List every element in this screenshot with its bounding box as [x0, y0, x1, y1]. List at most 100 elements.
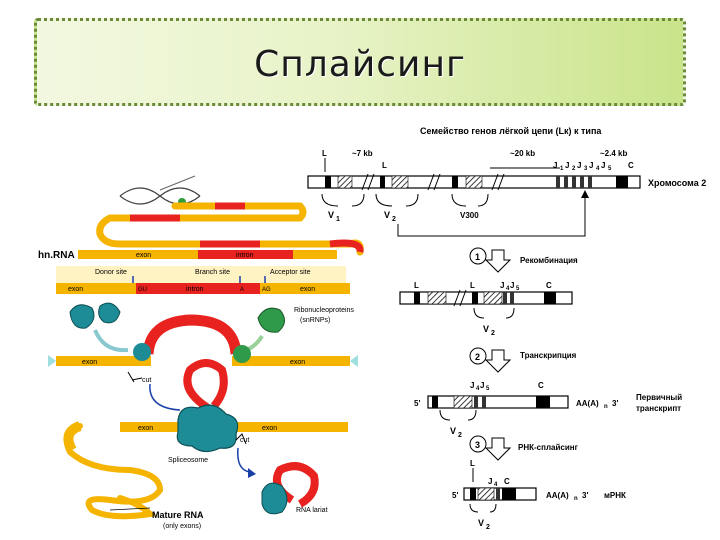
primary-polyA: AA(A)	[576, 399, 599, 408]
primary-V2: V	[450, 426, 456, 436]
stage2-exon-1	[56, 356, 151, 366]
cut-label-1: cut	[142, 377, 151, 384]
left-panel: hn.RNA exon intron Donor site Branch sit…	[38, 175, 364, 530]
chrom-V1: V	[328, 210, 334, 220]
mrna-5prime: 5'	[452, 491, 458, 500]
step-3-circle	[469, 435, 487, 453]
recombination-label: Рекомбинация	[520, 256, 578, 265]
primary-j5-sub: 5	[486, 386, 490, 392]
stage2-exon-2	[232, 356, 350, 366]
spliceosome-label: Spliceosome	[168, 457, 208, 464]
chrom-j5-sub: 5	[608, 166, 612, 172]
chrom-J1: J	[553, 161, 557, 170]
stage3-exon-1	[120, 422, 230, 432]
primary-v2-sub: 2	[458, 432, 462, 439]
recomb-L1: L	[414, 281, 419, 290]
recomb-j5-sub: 5	[516, 286, 520, 292]
mrna-polyA-n: n	[574, 496, 578, 502]
mrna-C: C	[504, 477, 510, 486]
primary-label-1: Первичный	[636, 393, 682, 402]
ag-label: AG	[262, 287, 271, 293]
rna-splicing-label: РНК-сплайсинг	[518, 443, 579, 452]
title-banner	[34, 18, 686, 106]
recomb-V2: V	[483, 324, 489, 334]
step-2-arrow	[484, 349, 512, 373]
chrom-20kb: ~20 kb	[510, 149, 535, 158]
chrom-V300: V300	[460, 211, 479, 220]
hnrna-exon-1	[78, 250, 198, 259]
primary-C: C	[538, 381, 544, 390]
hnrna-exon-label: exon	[136, 252, 151, 259]
right-panel: Семейство генов лёгкой цепи (Lк) к типа …	[307, 126, 706, 531]
stage3-exon-1-label: exon	[138, 425, 153, 432]
snrnp-left-1	[69, 304, 95, 329]
mature-rna-label: Mature RNA	[152, 510, 204, 520]
chrom-j1-sub: 1	[560, 166, 564, 172]
hnrna-intron	[198, 250, 293, 259]
cut-mark-1	[127, 371, 143, 383]
snrnp-bound-left	[133, 343, 151, 361]
rna-lariat-label: RNA lariat	[296, 507, 328, 514]
snrnp-left-2	[98, 302, 121, 324]
j-segment-labels: J 1 J 2 J 3 J 4 J 5	[553, 161, 612, 172]
spliceosome-blob	[176, 404, 239, 453]
primary-J4: J	[470, 381, 474, 390]
stage2-exon-1-label: exon	[82, 359, 97, 366]
step-1-circle	[469, 247, 487, 265]
step-1-arrow	[484, 249, 512, 273]
chromosome-bar	[307, 173, 641, 191]
acceptor-site-label: Acceptor site	[270, 269, 311, 276]
dna-helix	[119, 175, 201, 206]
gu-label: GU	[138, 287, 147, 293]
primary-transcript-bar	[427, 395, 569, 409]
bar-intron	[136, 283, 260, 294]
chrom-J3: J	[577, 161, 581, 170]
mrna-V2: V	[478, 518, 484, 528]
arrow-snrnp-left	[93, 329, 129, 353]
mrna-v2-sub: 2	[486, 524, 490, 531]
recomb-j4-sub: 4	[506, 286, 510, 292]
stage3-exon-2	[230, 422, 348, 432]
primary-label-2: транскрипт	[636, 404, 681, 413]
chrom-J5: J	[601, 161, 605, 170]
chrom-j4-sub: 4	[596, 166, 600, 172]
recomb-L2: L	[470, 281, 475, 290]
hnrna-label: hn.RNA	[38, 250, 75, 261]
site-band	[56, 266, 346, 284]
recombination-connector	[397, 194, 586, 237]
bar-exon-1	[56, 283, 136, 294]
a-label: A	[240, 287, 244, 293]
primary-j4-sub: 4	[476, 386, 480, 392]
chrom-L2: L	[382, 161, 387, 170]
branch-site-label: Branch site	[195, 269, 230, 276]
chrom-7kb: ~7 kb	[352, 149, 373, 158]
mrna-3prime: 3'	[582, 491, 588, 500]
primary-3prime: 3'	[612, 399, 618, 408]
stage3-exon-2-label: exon	[262, 425, 277, 432]
chrom-v2-sub: 2	[392, 216, 396, 223]
mrna-J4: J	[488, 477, 492, 486]
hnrna-intron-label: intron	[236, 252, 254, 259]
bar-intron-label: intron	[186, 286, 204, 293]
step-2-circle	[469, 347, 487, 365]
mrna-bar	[463, 487, 537, 501]
step-3-arrow	[484, 437, 512, 461]
chrom-J4: J	[589, 161, 593, 170]
chrom-L1: L	[322, 149, 327, 158]
bar-exon-2-label: exon	[300, 286, 315, 293]
chrom-j3-sub: 3	[584, 166, 588, 172]
primary-polyA-n: n	[604, 404, 608, 410]
gene-family-label: Семейство генов лёгкой цепи (Lк) к типа	[420, 126, 602, 136]
recomb-v2-sub: 2	[491, 330, 495, 337]
stage2-exon-2-label: exon	[290, 359, 305, 366]
snrnp-bound-right	[233, 345, 251, 363]
cut-label-2: cut	[240, 437, 249, 444]
lariat-loop-top	[183, 359, 228, 412]
rnp-label-2: (snRNPs)	[300, 317, 330, 324]
mrna-label: мРНК	[604, 491, 626, 500]
primary-5prime: 5'	[414, 399, 420, 408]
primary-J5: J	[480, 381, 484, 390]
snrnp-right	[257, 307, 285, 333]
mature-rna-sublabel: (only exons)	[163, 523, 201, 530]
